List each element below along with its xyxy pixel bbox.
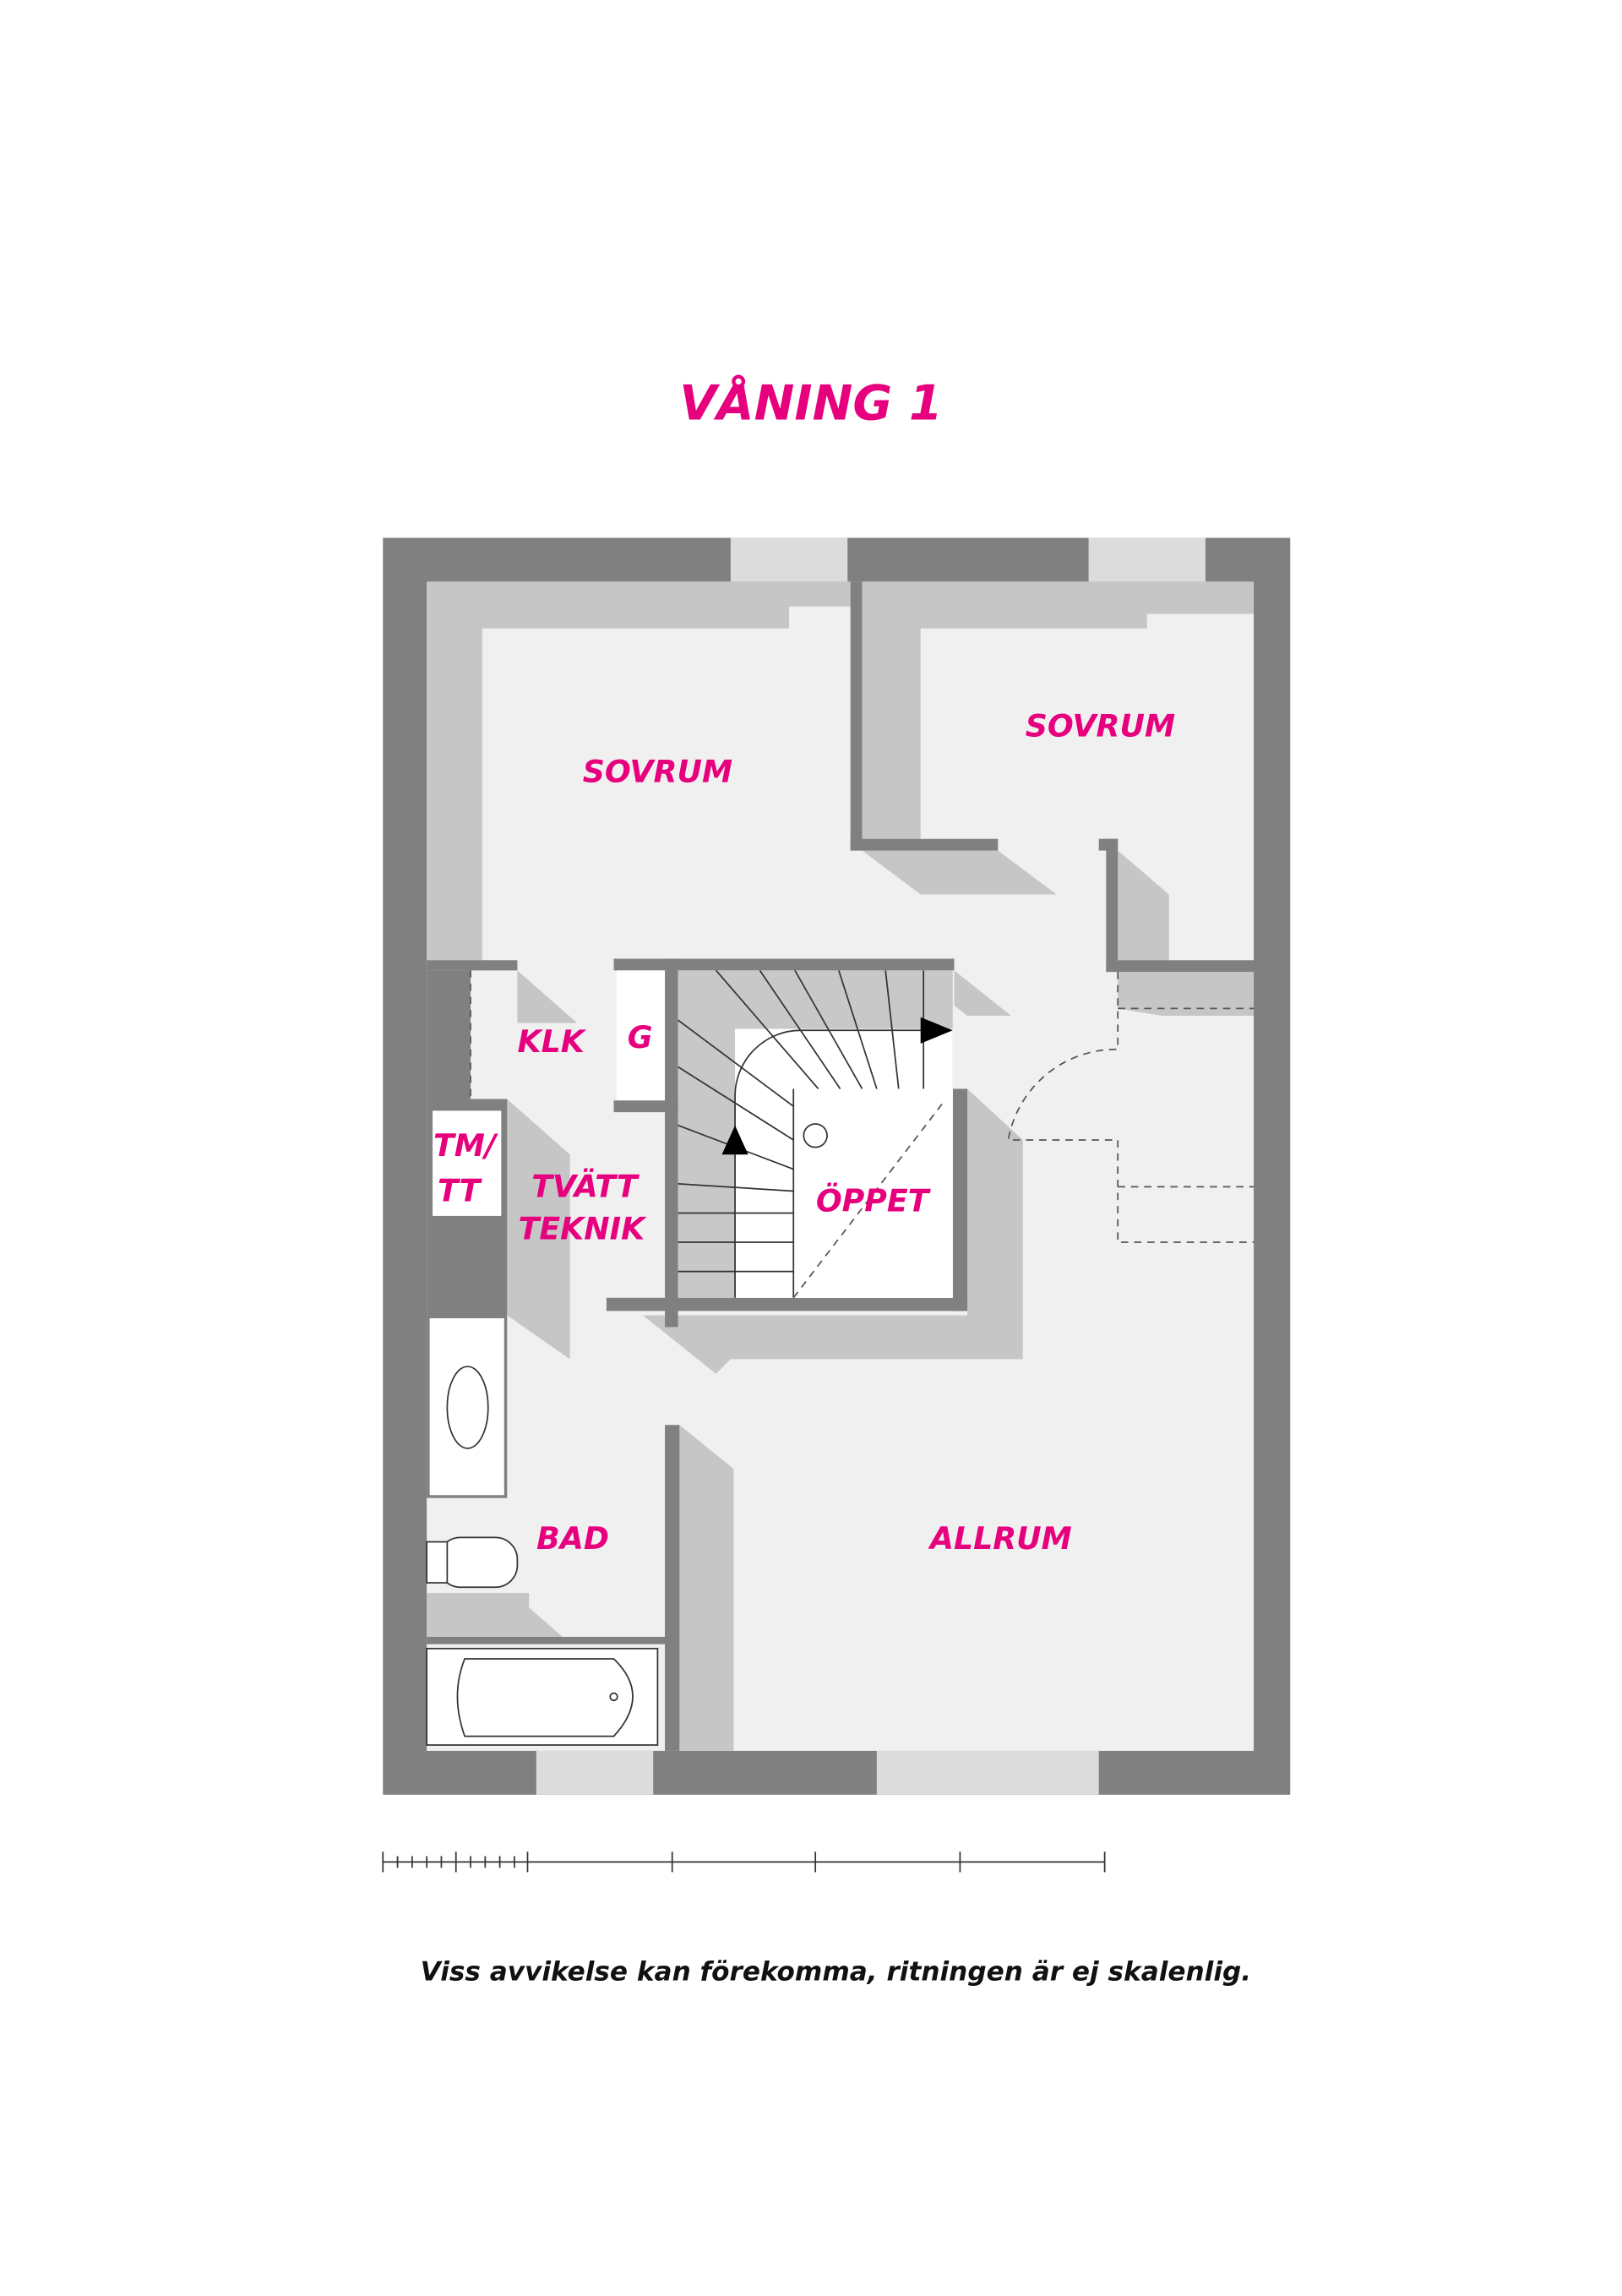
door-swings xyxy=(470,970,1255,1243)
arrow-right-icon xyxy=(920,1017,953,1044)
room-label-g: G xyxy=(628,1019,653,1055)
window xyxy=(536,1750,654,1795)
room-label-sovrum-right: SOVRUM xyxy=(1026,708,1175,744)
room-label-tm: TM/ xyxy=(433,1127,498,1164)
disclaimer-caption: Viss avvikelse kan förekomma, ritningen … xyxy=(421,1956,1251,1987)
room-label-klk: KLK xyxy=(517,1023,586,1060)
sink xyxy=(446,1366,489,1449)
room-label-bad: BAD xyxy=(536,1520,609,1557)
room-label-sovrum-left: SOVRUM xyxy=(583,753,732,789)
room-label-tt: TT xyxy=(438,1173,483,1209)
floor-title: VÅNING 1 xyxy=(679,374,942,431)
window xyxy=(1088,537,1206,582)
staircase xyxy=(678,969,953,1299)
window xyxy=(876,1750,1099,1795)
toilet xyxy=(438,1536,519,1589)
room-label-tvatt: TVÄTT xyxy=(531,1168,640,1204)
room-label-oppet: ÖPPET xyxy=(816,1183,932,1219)
window xyxy=(730,537,848,582)
bathroom-fixtures xyxy=(426,1366,659,1746)
room-label-allrum: ALLRUM xyxy=(928,1520,1072,1557)
floor-plan: SOVRUM SOVRUM KLK G TM/ TT TVÄTT TEKNIK … xyxy=(383,537,1291,1795)
room-label-teknik: TEKNIK xyxy=(519,1211,648,1247)
scale-bar xyxy=(382,1852,1106,1873)
arrow-up-icon xyxy=(721,1125,748,1155)
wall-shadows xyxy=(427,581,1255,1751)
